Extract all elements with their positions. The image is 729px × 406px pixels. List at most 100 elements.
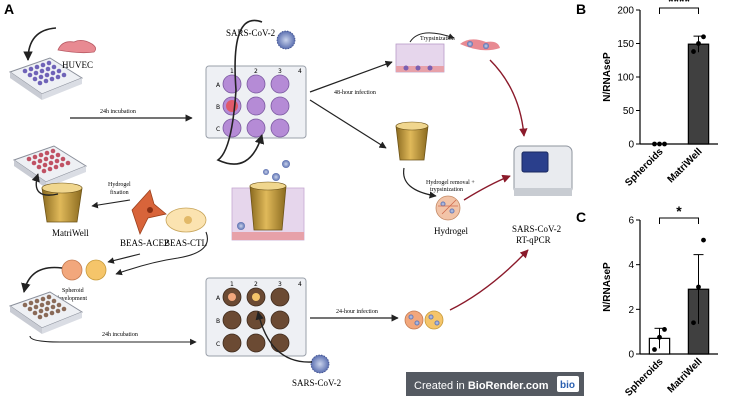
category-label-b-1: MatriWell (666, 146, 705, 185)
trypsin-dish (395, 43, 445, 73)
hydrogel-removal-label-1: Hydrogel removal + (426, 180, 475, 186)
culture-plate-brown (8, 291, 84, 334)
beas-ctl-label: BEAS-CTL (164, 238, 207, 248)
data-point-c-0-1 (657, 334, 662, 340)
data-point-b-1-2 (701, 34, 706, 40)
hydrogel-icon (435, 195, 461, 221)
well-plate-top: 1 2 3 4 A B C (205, 65, 307, 139)
y-tick-label-b-2: 100 (617, 73, 634, 84)
infected-spheroids (404, 310, 444, 330)
plate-row-a: A (216, 82, 221, 89)
rtqpcr-label-1: SARS-CoV-2 (512, 224, 561, 234)
beas-ace2-cell-icon (131, 189, 167, 236)
sars-cov2-top-label: SARS-CoV-2 (226, 28, 275, 38)
plate-col-2: 2 (254, 68, 258, 75)
arrow-spheroid-seed (21, 266, 63, 293)
hydrogel-fixation-label-1: Hydrogel (108, 182, 131, 188)
y-tick-label-c-2: 4 (628, 260, 634, 271)
y-tick-label-c-1: 2 (628, 305, 634, 316)
data-point-b-0-1 (657, 141, 662, 147)
arrow-virus-bottom (255, 311, 313, 363)
y-axis-label-b: N/RNAseP (602, 52, 613, 102)
arrow-virus-top (216, 19, 265, 165)
plate-bottom-col-1: 1 (230, 281, 234, 288)
matriwell-label-left: MatriWell (52, 228, 89, 238)
panel-label-c: C (576, 209, 586, 225)
data-point-c-1-1 (696, 284, 701, 290)
data-point-c-1-0 (691, 320, 696, 326)
culture-plate-red (12, 145, 88, 188)
biorender-text: Created in BioRender.com (414, 380, 549, 392)
spheroid-dev-label-1: Spheroid (62, 288, 84, 294)
panel-label-a: A (4, 1, 14, 17)
hydrogel-fixation-label-2: fixation (110, 189, 129, 196)
plate-bottom-col-4: 4 (298, 281, 302, 288)
category-label-b-0: Spheroids (623, 146, 666, 189)
virus-icon-bottom (310, 354, 330, 374)
infection-48h-label: 48-hour infection (334, 89, 376, 96)
qpcr-machine-icon (513, 145, 573, 196)
matriwell-insert-left (41, 182, 83, 223)
data-point-c-0-0 (652, 347, 657, 352)
plate-bottom-col-2: 2 (254, 281, 258, 288)
arrow-beas-ctl (115, 231, 208, 276)
hydrogel-removal-label-2: trypsinization (430, 187, 463, 193)
arrow-red-trypsin (489, 59, 528, 137)
bar-b-1 (687, 43, 710, 145)
y-tick-label-c-3: 6 (628, 216, 634, 227)
plate-row-b: B (216, 104, 220, 111)
data-point-b-0-0 (652, 141, 657, 147)
sars-cov2-bottom-label: SARS-CoV-2 (292, 378, 341, 388)
arrow-48h-up (309, 60, 393, 93)
plate-bottom-row-c: C (216, 341, 220, 348)
infection-24h-label: 24-hour infection (336, 308, 378, 315)
arrow-incubation-bottom (29, 335, 197, 346)
arrow-48h-down (309, 99, 387, 149)
y-tick-label-b-0: 0 (628, 140, 634, 151)
spheroid-dev-label-2: development (56, 296, 87, 302)
plate-bottom-row-a: A (216, 295, 221, 302)
category-label-c-0: Spheroids (623, 356, 666, 399)
y-tick-label-c-0: 0 (628, 350, 634, 361)
matriwell-chamber (231, 160, 305, 241)
data-point-c-0-2 (662, 327, 667, 332)
trypsinization-label: Trypsinization (420, 36, 455, 42)
plate-col-1: 1 (230, 68, 234, 75)
significance-bracket-c (659, 217, 699, 224)
arrow-hydrogel-fixation (91, 199, 131, 209)
biorender-prefix: Created in (414, 380, 468, 392)
hydrogel-label: Hydrogel (434, 226, 468, 236)
arrow-matriwell-plate (31, 173, 59, 196)
significance-label-b: **** (668, 0, 690, 9)
biorender-brand: BioRender.com (468, 380, 549, 392)
virus-icon-top (276, 30, 296, 50)
culture-plate-purple (8, 57, 84, 100)
significance-label-c: * (676, 203, 682, 219)
matriwell-insert-right (395, 121, 429, 161)
beas-ctl-cell-icon (165, 207, 207, 233)
rtqpcr-label-2: RT-qPCR (516, 235, 551, 245)
infected-well (226, 100, 238, 112)
data-point-c-1-2 (701, 237, 706, 243)
arrow-red-spheroids (449, 249, 529, 311)
category-label-c-1: MatriWell (666, 356, 705, 395)
arrow-trypsin (409, 32, 455, 43)
y-tick-label-b-3: 150 (617, 39, 634, 50)
incubation-label-top: 24h incubation (100, 109, 136, 115)
trypsin-cells (460, 39, 500, 51)
plate-bottom-col-3: 3 (278, 281, 282, 288)
biorender-logo: bio (560, 380, 575, 391)
data-point-b-1-0 (691, 49, 696, 54)
data-point-b-1-1 (696, 41, 701, 46)
arrow-huvec-seed (23, 27, 57, 61)
arrow-hydrogel-removal (403, 167, 437, 199)
y-tick-label-b-1: 50 (623, 106, 635, 117)
arrow-beas-ace2 (107, 253, 141, 264)
huvec-label: HUVEC (62, 60, 93, 70)
significance-bracket-b (659, 7, 699, 14)
huvec-cell-icon (57, 40, 96, 54)
data-point-b-0-2 (662, 141, 667, 147)
